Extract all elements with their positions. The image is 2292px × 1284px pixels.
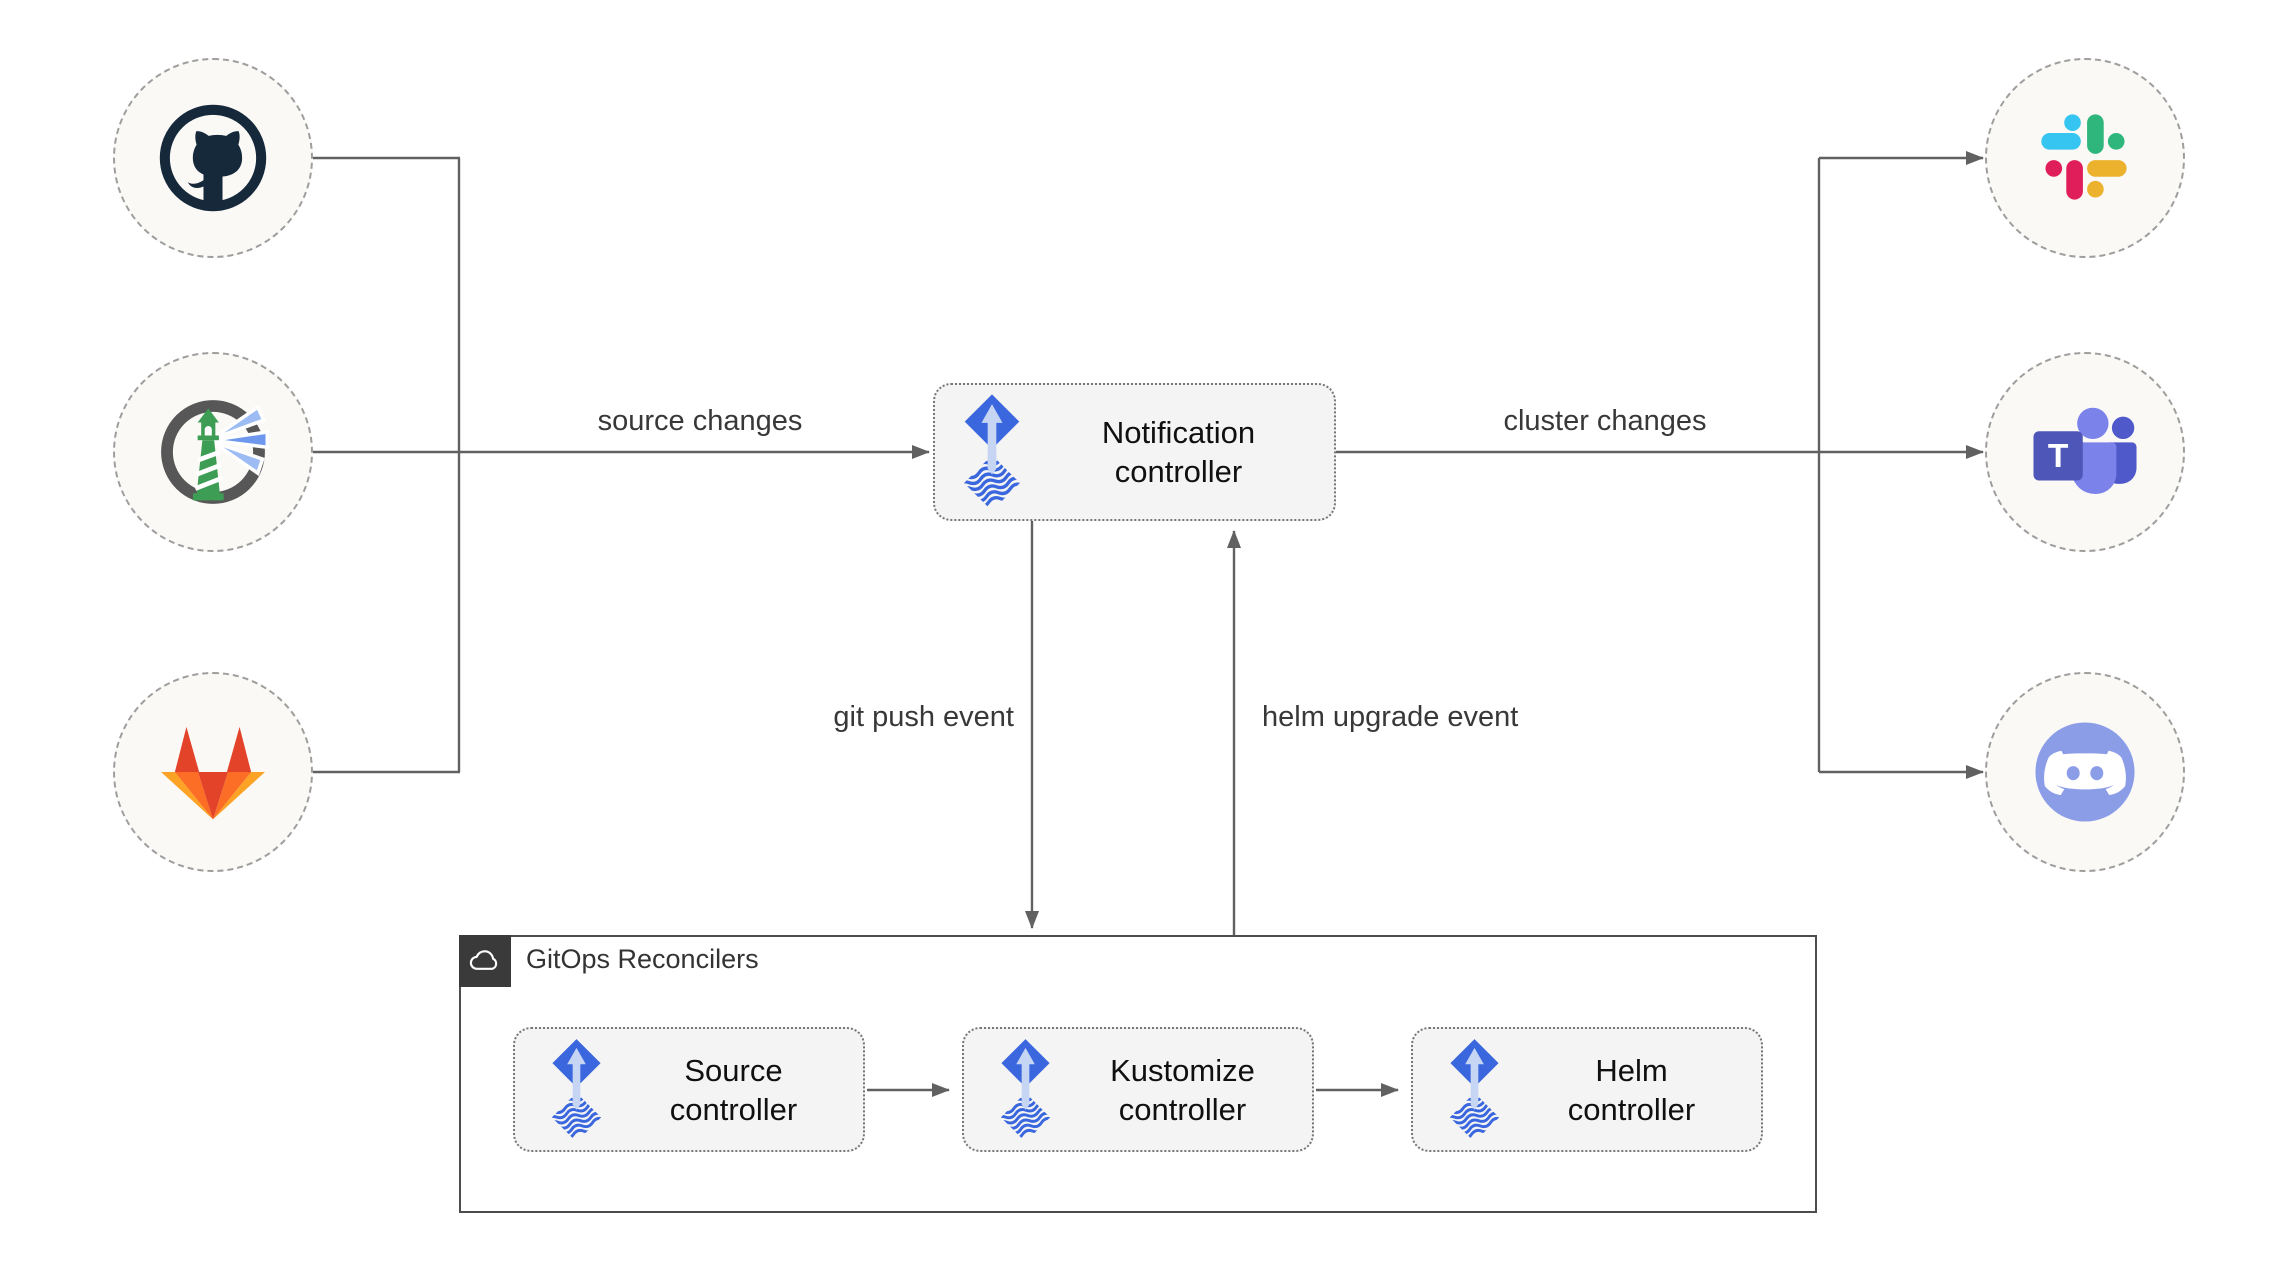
kustomize-controller-label: Kustomize controller xyxy=(1053,1051,1312,1129)
node-label-line1: Helm xyxy=(1595,1052,1668,1088)
source-changes-label: source changes xyxy=(597,405,803,437)
github-icon xyxy=(157,102,269,214)
node-label-line2: controller xyxy=(1118,1091,1247,1127)
node-label-line2: controller xyxy=(669,1091,798,1127)
node-label-line2: controller xyxy=(1114,454,1243,489)
cloud-icon xyxy=(468,944,502,978)
harbor-node xyxy=(113,352,313,552)
node-label-line1: Source xyxy=(684,1052,783,1088)
flux-icon xyxy=(1447,1038,1502,1142)
flux-icon xyxy=(998,1038,1053,1142)
cluster-changes-label: cluster changes xyxy=(1503,405,1707,437)
notification-controller-label: Notification controller xyxy=(1023,413,1334,491)
github-node xyxy=(113,58,313,258)
discord-icon xyxy=(2026,713,2144,831)
source-controller-node: Source controller xyxy=(513,1027,865,1152)
gitlab-icon xyxy=(155,720,271,824)
source-controller-label: Source controller xyxy=(604,1051,863,1129)
helm-controller-label: Helm controller xyxy=(1502,1051,1761,1129)
helm-controller-node: Helm controller xyxy=(1411,1027,1763,1152)
node-label-line1: Notification xyxy=(1101,415,1256,450)
flux-icon xyxy=(549,1038,604,1142)
teams-icon xyxy=(2029,402,2141,503)
node-label-line2: controller xyxy=(1567,1091,1696,1127)
git-push-event-label: git push event xyxy=(833,701,1014,733)
discord-node xyxy=(1985,672,2185,872)
flux-icon xyxy=(961,393,1023,511)
helm-upgrade-event-label: helm upgrade event xyxy=(1262,701,1519,733)
slack-node xyxy=(1985,58,2185,258)
kustomize-controller-node: Kustomize controller xyxy=(962,1027,1314,1152)
notification-controller-node: Notification controller xyxy=(933,383,1336,521)
gitlab-node xyxy=(113,672,313,872)
slack-icon xyxy=(2033,106,2137,210)
node-label-line1: Kustomize xyxy=(1110,1052,1255,1088)
teams-node xyxy=(1985,352,2185,552)
gitops-container-title: GitOps Reconcilers xyxy=(526,944,759,974)
harbor-icon xyxy=(154,393,272,511)
gitops-container-badge xyxy=(459,935,511,987)
